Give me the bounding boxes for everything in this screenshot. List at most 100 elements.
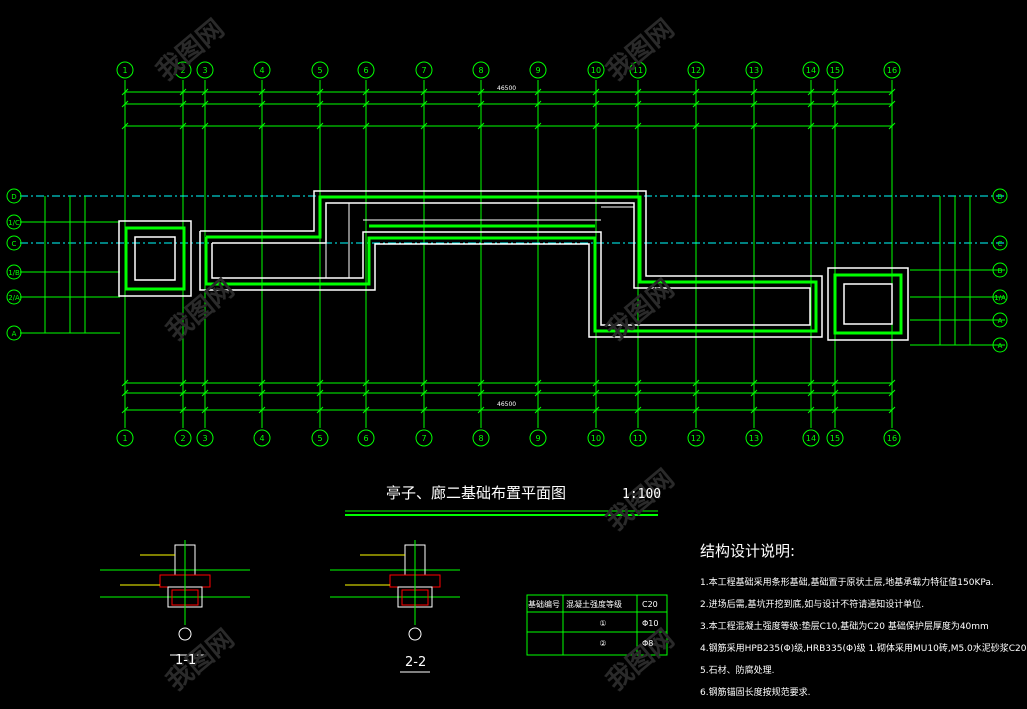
dimension-tick xyxy=(692,406,700,414)
axis-label: 8 xyxy=(478,434,483,443)
dimension-tick xyxy=(831,379,839,387)
dimension-tick xyxy=(258,100,266,108)
foundation-plan xyxy=(118,190,909,341)
axis-label: 8 xyxy=(478,66,483,75)
section-label-1: 1-1 xyxy=(175,653,197,668)
table-row-value: Φ10 xyxy=(642,618,659,628)
dimension-tick xyxy=(634,379,642,387)
dimension-tick xyxy=(750,406,758,414)
axis-label: 1 xyxy=(122,66,127,75)
dimension-tick xyxy=(121,389,129,397)
axis-label: 2 xyxy=(180,66,185,75)
note-item: 6.钢筋锚固长度按规范要求. xyxy=(700,688,811,698)
dimension-tick xyxy=(362,88,370,96)
axis-bubble xyxy=(253,429,271,447)
dimension-tick xyxy=(807,389,815,397)
axis-label: 11 xyxy=(633,66,643,75)
dimension-tick xyxy=(831,100,839,108)
dimension-tick xyxy=(316,389,324,397)
dimension-tick xyxy=(258,406,266,414)
axis-label: 13 xyxy=(749,434,759,443)
axis-label: 7 xyxy=(421,66,426,75)
dimension-tick xyxy=(831,88,839,96)
dimension-tick xyxy=(420,100,428,108)
axis-label: 4 xyxy=(259,434,264,443)
table-header-left: 基础编号 xyxy=(528,600,560,609)
axis-label: 16 xyxy=(887,66,897,75)
dimension-tick xyxy=(634,389,642,397)
title-underline xyxy=(345,510,658,516)
axis-label: A xyxy=(998,317,1003,325)
dimension-tick xyxy=(888,122,896,130)
dimension-tick xyxy=(750,88,758,96)
axis-label: 12 xyxy=(691,434,701,443)
dimension-tick xyxy=(316,406,324,414)
dimension-tick xyxy=(807,88,815,96)
axis-bubble xyxy=(992,188,1008,204)
dimension-tick xyxy=(807,100,815,108)
note-item: 1.本工程基础采用条形基础,基础置于原状土层,地基承载力特征值150KPa. xyxy=(700,578,994,588)
dimension-tick xyxy=(420,88,428,96)
axis-bubble xyxy=(6,264,22,280)
dimension-tick xyxy=(477,389,485,397)
dimension-tick xyxy=(692,88,700,96)
axis-bubble xyxy=(629,61,647,79)
dimension-tick xyxy=(592,379,600,387)
axis-bubble xyxy=(196,61,214,79)
dimension-tick xyxy=(362,406,370,414)
dimension-tick xyxy=(888,100,896,108)
axis-bubble xyxy=(587,61,605,79)
drawing-scale: 1:100 xyxy=(622,487,662,502)
dimension-tick xyxy=(201,406,209,414)
axis-label: 14 xyxy=(806,66,816,75)
dimension-tick xyxy=(362,122,370,130)
dimension-tick xyxy=(258,122,266,130)
dimension-tick xyxy=(692,122,700,130)
dimension-tick xyxy=(634,122,642,130)
dimension-tick xyxy=(534,122,542,130)
dimension-tick xyxy=(534,88,542,96)
dimension-tick xyxy=(420,406,428,414)
axis-bubble xyxy=(6,325,22,341)
dimension-tick xyxy=(179,122,187,130)
dimension-tick xyxy=(807,406,815,414)
table-header-value: C20 xyxy=(642,600,658,609)
table-row-label: ② xyxy=(599,638,607,648)
dimension-tick xyxy=(888,406,896,414)
dimension-tick xyxy=(592,100,600,108)
axis-bubble xyxy=(472,61,490,79)
dimension-tick xyxy=(121,122,129,130)
dimension-tick xyxy=(750,100,758,108)
axis-bubble xyxy=(687,61,705,79)
axis-bubbles: 1122334455667788991010111112121313141415… xyxy=(6,61,1008,447)
axis-label: 11 xyxy=(633,434,643,443)
dimension-tick xyxy=(258,389,266,397)
dimension-tick xyxy=(831,122,839,130)
dimension-tick xyxy=(121,88,129,96)
dimension-tick xyxy=(477,88,485,96)
section-label-2: 2-2 xyxy=(405,655,427,670)
dimension-tick xyxy=(807,122,815,130)
section-detail-1 xyxy=(100,540,250,656)
axis-label: 2 xyxy=(180,434,185,443)
dimension-tick xyxy=(692,100,700,108)
dimension-tick xyxy=(634,100,642,108)
axis-bubble xyxy=(415,61,433,79)
dimension-tick xyxy=(831,389,839,397)
axis-label: 6 xyxy=(363,66,368,75)
dimension-tick xyxy=(750,389,758,397)
axis-bubble xyxy=(529,61,547,79)
dimension-tick xyxy=(750,379,758,387)
table-row-value: Φ8 xyxy=(642,638,654,648)
axis-label: 10 xyxy=(591,434,601,443)
dimension-tick xyxy=(534,100,542,108)
axis-label: 1/C xyxy=(8,219,20,227)
notes-heading: 结构设计说明: xyxy=(700,542,796,560)
dimension-tick xyxy=(592,389,600,397)
axis-bubble xyxy=(826,429,844,447)
axis-label: 9 xyxy=(535,434,540,443)
dimension-tick xyxy=(362,389,370,397)
axis-bubble xyxy=(745,429,763,447)
